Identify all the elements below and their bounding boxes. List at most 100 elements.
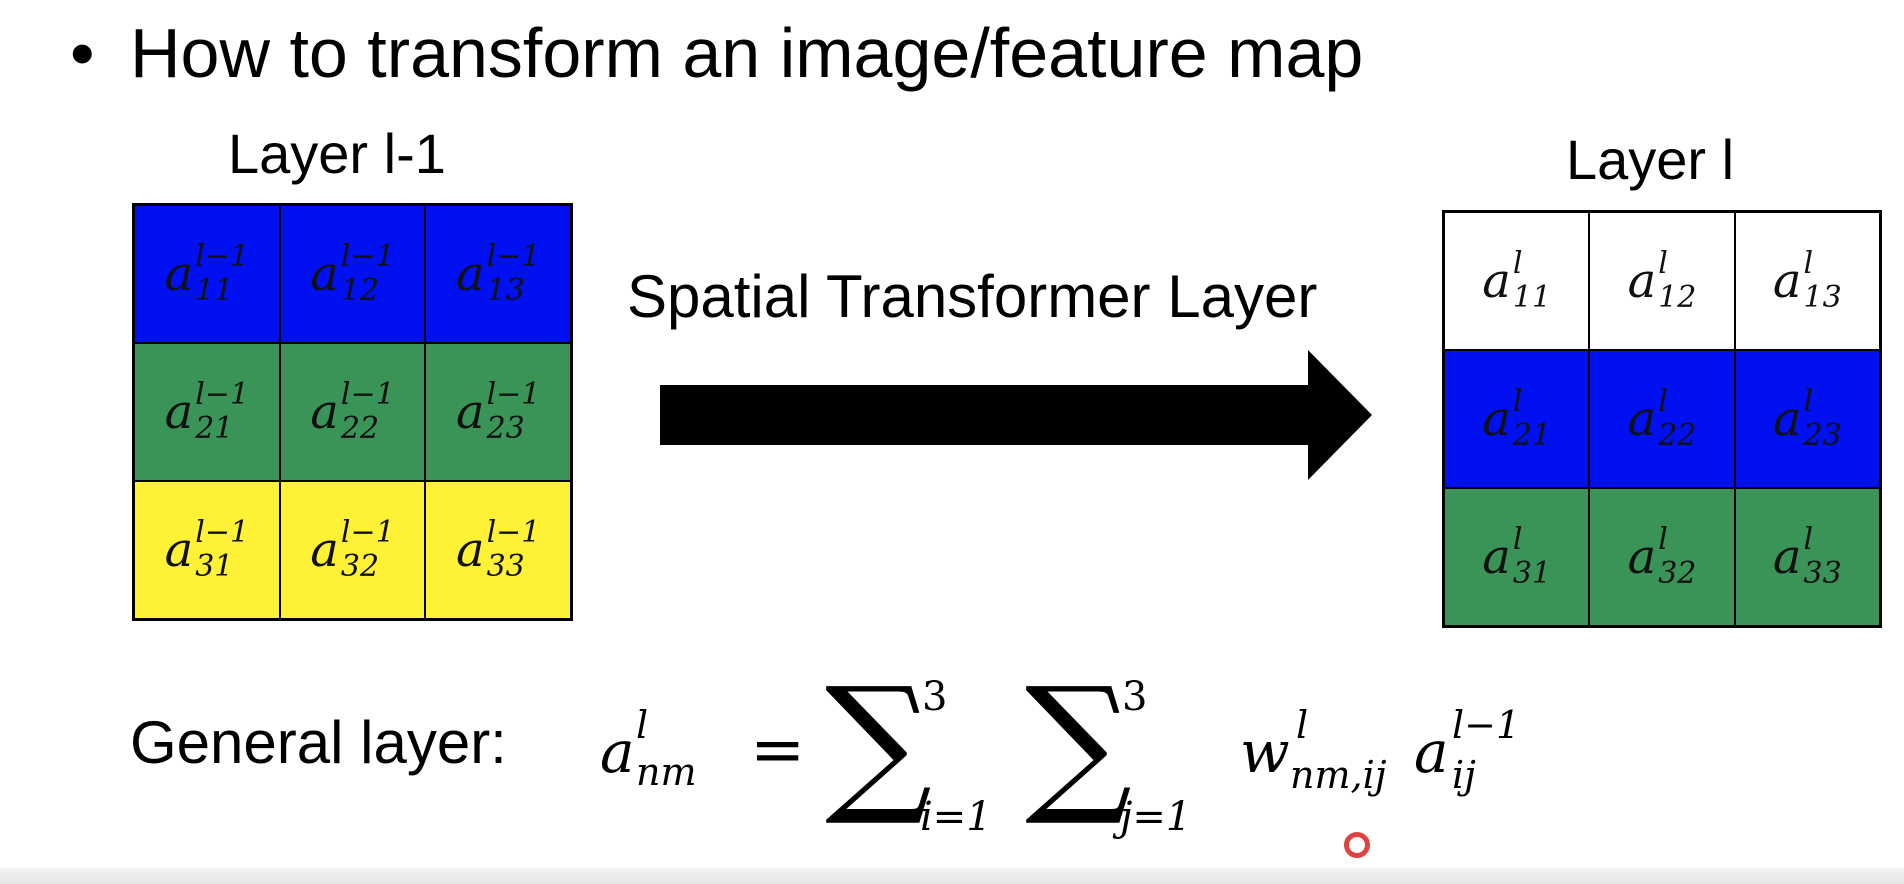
cell-superscript: l−1 xyxy=(195,515,250,550)
cell-base: a xyxy=(164,246,194,302)
cell-base: a xyxy=(310,522,339,578)
bullet-dot: • xyxy=(70,14,95,92)
cell-superscript: l−1 xyxy=(340,377,395,412)
cell-base: a xyxy=(1482,529,1511,585)
activation-sub: ij xyxy=(1452,753,1476,797)
activation-sup: l−1 xyxy=(1452,703,1520,747)
cell-superscript: l−1 xyxy=(486,515,541,550)
lhs-sub: nm xyxy=(636,750,697,794)
cell-superscript: l−1 xyxy=(340,239,395,274)
cell-base: a xyxy=(455,246,485,302)
bullet-text: How to transform an image/feature map xyxy=(130,14,1364,92)
sum2-lower: j=1 xyxy=(1112,794,1191,840)
cell-superscript: l xyxy=(1803,384,1814,419)
cell-base: a xyxy=(1772,253,1802,309)
cell-base: a xyxy=(1772,391,1802,447)
cell-base: a xyxy=(164,522,194,578)
cell-base: a xyxy=(1627,529,1657,585)
cell-superscript: l xyxy=(1658,246,1668,281)
cell-subscript: 13 xyxy=(1803,280,1842,315)
cell-subscript: 11 xyxy=(195,273,234,308)
weight-base: w xyxy=(1240,718,1290,786)
cell-superscript: l−1 xyxy=(195,239,250,274)
cell-superscript: l xyxy=(1512,522,1523,557)
cell-base: a xyxy=(164,384,194,440)
cell-superscript: l xyxy=(1512,246,1523,281)
cell-subscript: 31 xyxy=(1512,556,1552,591)
cell-base: a xyxy=(310,384,339,440)
cell-superscript: l xyxy=(1658,384,1668,419)
cell-base: a xyxy=(455,522,485,578)
cell-base: a xyxy=(1482,391,1511,447)
cell-subscript: 11 xyxy=(1512,280,1552,315)
sum1-lower: i=1 xyxy=(920,794,992,840)
cell-base: a xyxy=(455,384,485,440)
transform-label: Spatial Transformer Layer xyxy=(627,263,1318,330)
weight-sub: nm,ij xyxy=(1290,753,1387,797)
sum1-upper: 3 xyxy=(922,674,947,720)
cell-subscript: 23 xyxy=(486,411,525,446)
cell-base: a xyxy=(1772,529,1802,585)
cell-subscript: 12 xyxy=(1658,280,1697,315)
sum2-upper: 3 xyxy=(1122,674,1147,720)
equals-sign: = xyxy=(750,711,805,788)
cell-superscript: l xyxy=(1658,522,1668,557)
cell-subscript: 12 xyxy=(340,273,380,308)
left-grid-title: Layer l-1 xyxy=(228,122,446,185)
cell-subscript: 21 xyxy=(195,411,234,446)
cell-subscript: 22 xyxy=(1658,418,1697,453)
cell-superscript: l xyxy=(1803,522,1814,557)
cell-superscript: l−1 xyxy=(340,515,395,550)
lhs-base: a xyxy=(600,718,635,786)
cell-subscript: 32 xyxy=(340,549,380,584)
right-grid-title: Layer l xyxy=(1566,128,1735,191)
lhs-sup: l xyxy=(636,703,648,747)
cell-subscript: 33 xyxy=(1803,556,1842,591)
cell-base: a xyxy=(310,246,339,302)
cell-subscript: 22 xyxy=(340,411,380,446)
activation-base: a xyxy=(1414,718,1449,786)
cell-base: a xyxy=(1627,253,1657,309)
formula-label: General layer: xyxy=(130,709,507,776)
cell-subscript: 13 xyxy=(486,273,525,308)
general-layer-formula: General layer: a l nm = ∑ 3 i=1 ∑ 3 j=1 … xyxy=(130,660,1630,860)
cell-base: a xyxy=(1482,253,1511,309)
sum1-symbol: ∑ xyxy=(825,660,932,830)
cell-superscript: l−1 xyxy=(486,239,541,274)
cell-superscript: l xyxy=(1803,246,1814,281)
sum2-symbol: ∑ xyxy=(1025,660,1132,830)
cell-subscript: 33 xyxy=(486,549,525,584)
